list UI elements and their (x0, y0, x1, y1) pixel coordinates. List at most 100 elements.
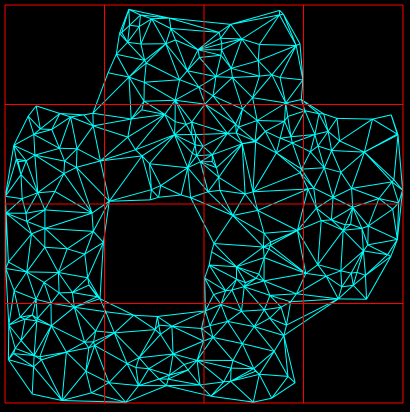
mesh-edge (149, 163, 162, 186)
mesh-edge (191, 144, 196, 154)
mesh-edge (128, 76, 145, 83)
mesh-edge (231, 286, 245, 291)
mesh-edge (332, 172, 342, 198)
mesh-edge (350, 207, 354, 225)
mesh-edge (158, 194, 182, 198)
mesh-edge (83, 114, 94, 127)
mesh-edge (20, 340, 35, 356)
mesh-edge (231, 67, 260, 77)
mesh-edge (50, 292, 60, 304)
mesh-edge (227, 123, 236, 134)
mesh-edge (141, 109, 165, 115)
mesh-edge (64, 160, 77, 168)
mesh-edge (225, 289, 232, 292)
mesh-edge (172, 353, 198, 361)
mesh-edge (361, 228, 369, 246)
mesh-edge (252, 74, 273, 99)
mesh-edge (61, 352, 67, 401)
mesh-edge (265, 120, 285, 132)
mesh-edge (44, 191, 56, 211)
mesh-edge (54, 173, 65, 192)
mesh-edge (196, 340, 204, 361)
mesh-edge (393, 134, 399, 180)
mesh-edge (148, 368, 170, 376)
mesh-edge (138, 334, 161, 359)
mesh-edge (331, 140, 340, 151)
mesh-edge (227, 320, 255, 328)
mesh-edge (92, 72, 109, 114)
mesh-edge (315, 208, 322, 221)
mesh-edge (25, 160, 39, 193)
mesh-edge (208, 251, 213, 266)
mesh-edge (264, 131, 277, 154)
mesh-edge (236, 257, 265, 268)
mesh-edge (138, 26, 142, 45)
mesh-edge (138, 357, 150, 370)
mesh-edge (197, 43, 222, 51)
mesh-edge (92, 76, 130, 114)
mesh-edge (66, 341, 85, 353)
mesh-edge (141, 101, 145, 111)
mesh-edge (232, 75, 260, 78)
mesh-edge (391, 181, 400, 204)
mesh-edge (263, 248, 270, 258)
mesh-edge (186, 49, 199, 71)
mesh-edge (327, 131, 340, 142)
mesh-edge (271, 376, 289, 399)
mesh-edge (58, 292, 75, 308)
mesh-edge (238, 120, 258, 128)
mesh-edge (71, 292, 75, 308)
mesh-edge (88, 344, 95, 349)
mesh-edge (31, 227, 46, 235)
mesh-edge (196, 359, 232, 369)
mesh-edge (186, 70, 200, 88)
mesh-edge (126, 363, 137, 368)
mesh-edge (230, 24, 243, 40)
mesh-edge (212, 321, 228, 338)
mesh-edge (197, 37, 221, 51)
mesh-edge (92, 112, 132, 120)
mesh-edge (187, 167, 192, 198)
mesh-edge (244, 280, 265, 288)
mesh-edge (351, 181, 393, 189)
mesh-edge (180, 194, 191, 199)
mesh-edge (151, 189, 159, 198)
mesh-edge (284, 102, 287, 122)
mesh-edge (13, 353, 34, 368)
mesh-edge (84, 330, 96, 343)
mesh-edge (227, 132, 243, 145)
mesh-edge (26, 221, 32, 235)
mesh-edge (157, 310, 206, 317)
mesh-edge (8, 261, 27, 273)
mesh-edge (276, 142, 293, 154)
mesh-edge (179, 70, 188, 81)
mesh-edge (36, 318, 38, 322)
mesh-edge (340, 250, 364, 272)
mesh-edge (174, 99, 193, 123)
mesh-edge (362, 244, 369, 252)
mesh-edge (13, 290, 37, 300)
mesh-edge (290, 110, 306, 137)
mesh-edge (232, 193, 246, 216)
mesh-edge (220, 24, 232, 39)
mesh-edge (37, 190, 55, 194)
mesh-edge (331, 219, 344, 231)
mesh-edge (210, 381, 225, 397)
mesh-edge (5, 198, 23, 214)
mesh-edge (252, 97, 258, 121)
mesh-edge (209, 320, 228, 327)
mesh-edge (143, 62, 147, 83)
mesh-edge (342, 224, 351, 231)
mesh-edge (256, 120, 266, 132)
mesh-edge (242, 141, 256, 145)
mesh-edge (50, 306, 75, 327)
mesh-edge (35, 299, 38, 319)
mesh-edge (85, 371, 92, 394)
mesh-edge (220, 290, 227, 305)
mesh-edge (209, 264, 237, 268)
mesh-edge (324, 167, 342, 173)
mesh-edge (143, 100, 166, 115)
mesh-edge (170, 28, 220, 33)
mesh-edge (107, 53, 117, 73)
mesh-edge (256, 102, 286, 121)
